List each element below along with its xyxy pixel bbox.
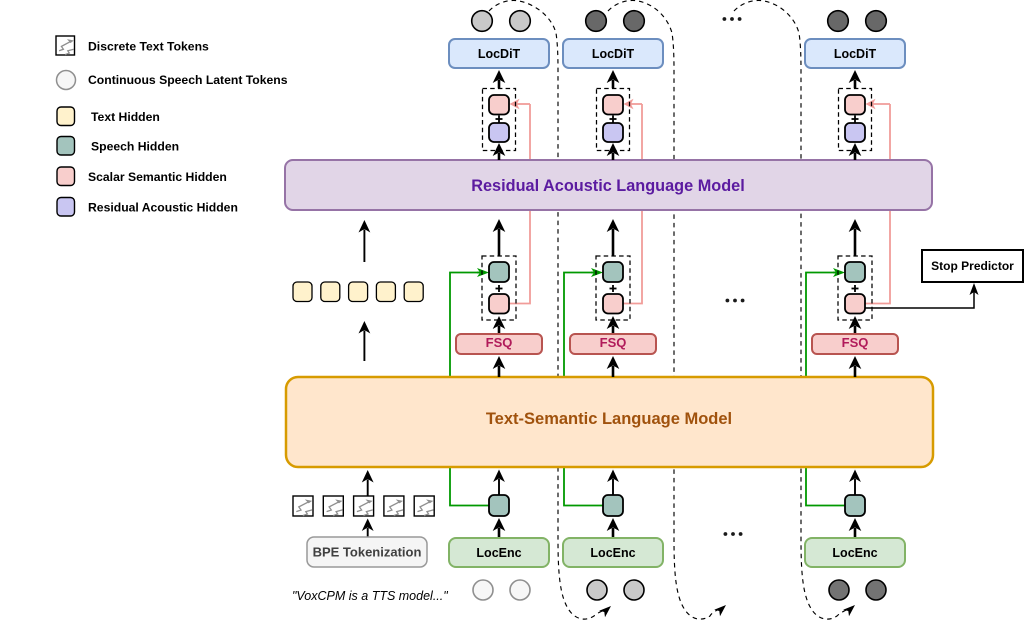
svg-text:Discrete Text Tokens: Discrete Text Tokens — [88, 40, 209, 54]
svg-text:Speech Hidden: Speech Hidden — [91, 140, 179, 154]
svg-text:"VoxCPM is a TTS model...": "VoxCPM is a TTS model..." — [292, 589, 448, 603]
svg-text:Text Hidden: Text Hidden — [91, 110, 160, 124]
svg-text:LocDiT: LocDiT — [592, 47, 635, 61]
svg-text:Continuous Speech Latent Token: Continuous Speech Latent Tokens — [88, 73, 288, 87]
svg-text:Residual Acoustic Language Mod: Residual Acoustic Language Model — [471, 177, 745, 195]
svg-text:LocEnc: LocEnc — [476, 546, 521, 560]
svg-text:Text-Semantic Language Model: Text-Semantic Language Model — [486, 410, 732, 428]
svg-text:LocDiT: LocDiT — [834, 47, 877, 61]
svg-text:BPE Tokenization: BPE Tokenization — [313, 545, 422, 560]
svg-text:Residual Acoustic Hidden: Residual Acoustic Hidden — [88, 201, 238, 215]
svg-text:Stop Predictor: Stop Predictor — [931, 259, 1014, 273]
svg-text:LocDiT: LocDiT — [478, 47, 521, 61]
svg-text:FSQ: FSQ — [486, 335, 513, 350]
svg-text:LocEnc: LocEnc — [832, 546, 877, 560]
svg-text:FSQ: FSQ — [842, 335, 869, 350]
svg-text:FSQ: FSQ — [600, 335, 627, 350]
svg-text:Scalar Semantic Hidden: Scalar Semantic Hidden — [88, 170, 227, 184]
svg-text:LocEnc: LocEnc — [590, 546, 635, 560]
